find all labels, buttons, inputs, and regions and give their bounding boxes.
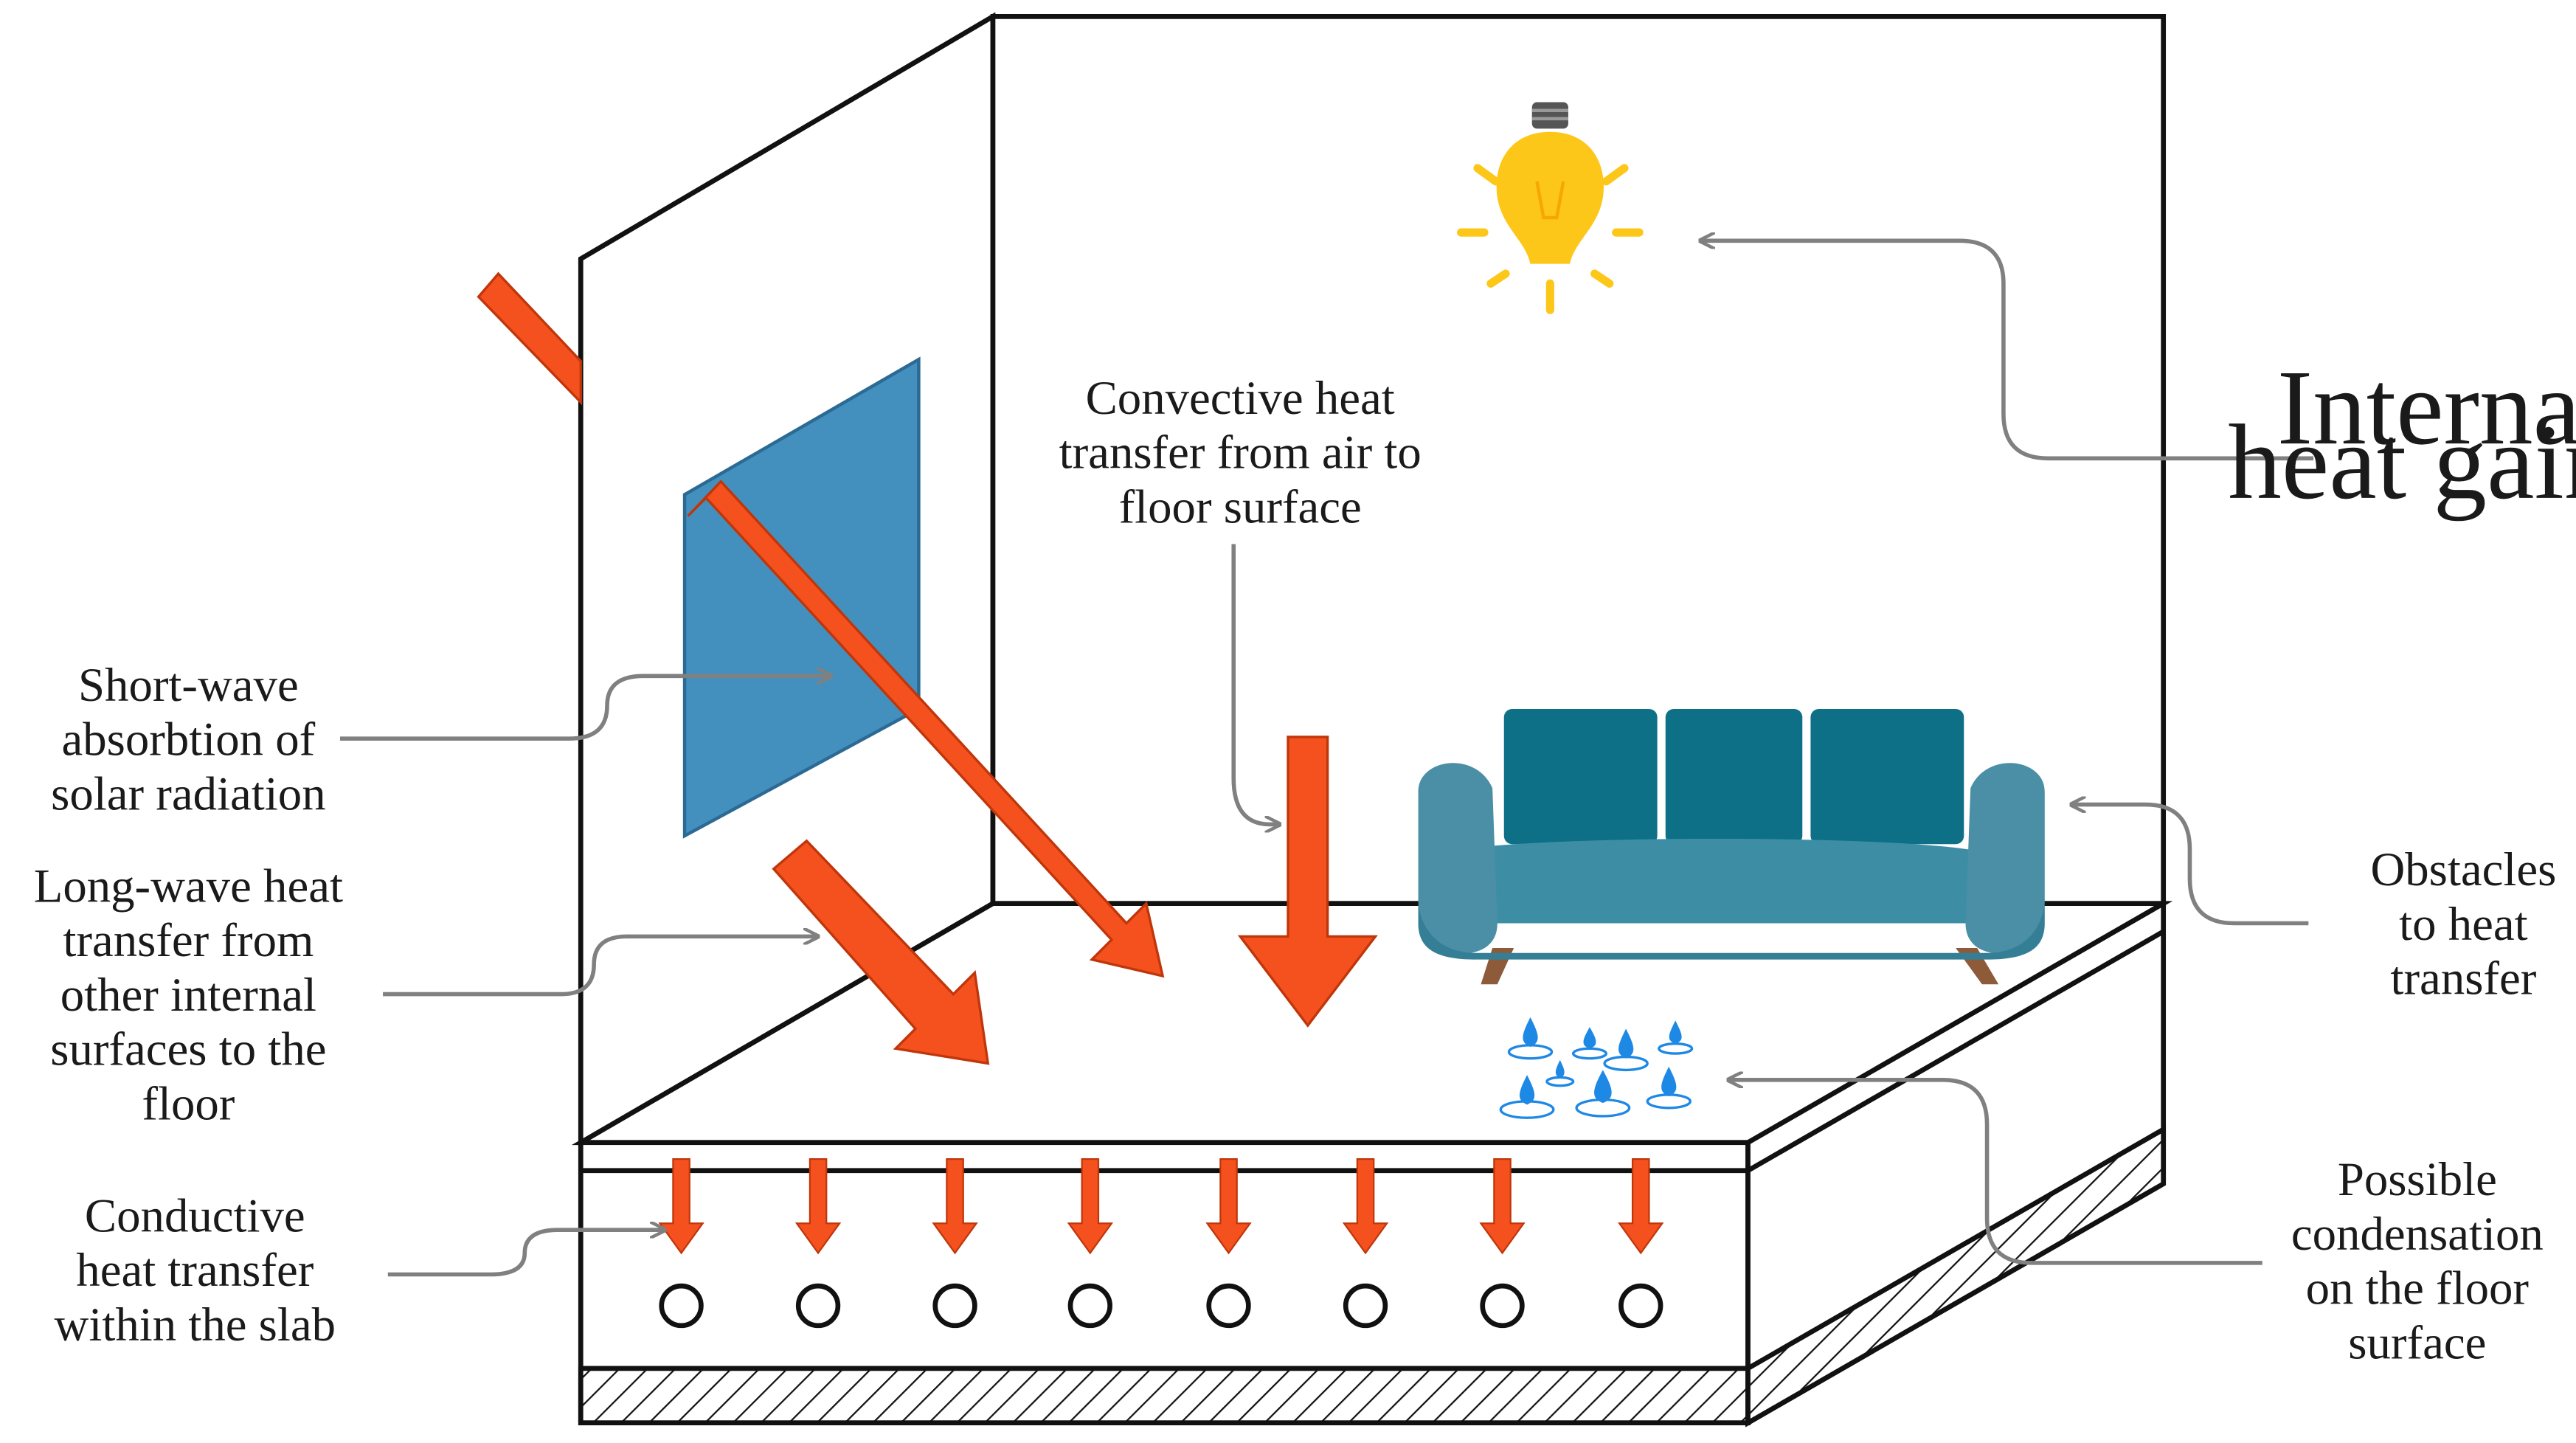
- label-line: on the floor: [2306, 1262, 2530, 1315]
- label-line: transfer from air to: [1059, 426, 1422, 480]
- label-line: Conductive: [85, 1189, 305, 1242]
- conduction-arrow: [794, 1157, 842, 1255]
- label-line: surfaces to the: [50, 1023, 326, 1076]
- leader-lines: [339, 240, 2314, 1277]
- heating-pipe: [1618, 1283, 1663, 1329]
- heating-pipe: [659, 1283, 704, 1329]
- label-line: heat gains: [2228, 404, 2576, 522]
- conductive-arrows: [658, 1157, 1664, 1255]
- label-line: condensation: [2291, 1208, 2544, 1261]
- label-line: Convective heat: [1086, 372, 1395, 425]
- heating-pipe: [1067, 1283, 1112, 1329]
- label-line: Long-wave heat: [34, 859, 343, 913]
- label-long-wave: Long-wave heat transfer from other inter…: [34, 859, 343, 1130]
- label-line: to heat: [2399, 898, 2528, 951]
- heating-pipe: [1480, 1283, 1525, 1329]
- long-wave-arrow: [772, 839, 990, 1065]
- leader-internal-gains: [1702, 240, 2314, 461]
- label-line: solar radiation: [51, 767, 325, 820]
- conduction-arrow: [658, 1157, 704, 1255]
- heating-pipe: [932, 1283, 977, 1329]
- slab-side-layer: [1746, 929, 2165, 1173]
- label-line: Obstacles: [2370, 843, 2556, 896]
- label-obstacles: Obstacles to heat transfer: [2370, 843, 2556, 1005]
- conduction-arrow: [1205, 1157, 1252, 1255]
- heating-pipe: [795, 1283, 841, 1329]
- label-line: within the slab: [55, 1298, 336, 1352]
- label-line: heat transfer: [76, 1244, 314, 1297]
- solar-radiation-arrow: [687, 480, 1165, 978]
- water-droplets-icon: [1499, 1017, 1694, 1119]
- label-line: floor surface: [1119, 480, 1362, 533]
- conduction-arrow: [1342, 1157, 1389, 1255]
- heating-pipes: [659, 1283, 1663, 1329]
- label-short-wave: Short-wave absorbtion of solar radiation: [51, 659, 325, 820]
- leader-condensation: [1730, 1080, 2262, 1265]
- label-line: other internal: [60, 969, 316, 1022]
- leader-convective: [1231, 544, 1278, 824]
- conduction-arrow: [1479, 1157, 1526, 1255]
- light-bulb-icon: [1457, 102, 1644, 314]
- conduction-arrow: [1618, 1157, 1664, 1255]
- leader-conductive: [387, 1230, 663, 1277]
- slab-side-hatch: [1745, 1125, 2167, 1428]
- label-line: Short-wave: [78, 659, 299, 712]
- conduction-arrow: [1067, 1157, 1114, 1255]
- slab-insulation-hatch: [578, 1366, 1751, 1426]
- label-line: transfer from: [63, 914, 314, 967]
- label-line: absorbtion of: [62, 713, 316, 767]
- label-line: surface: [2348, 1316, 2486, 1369]
- label-line: transfer: [2390, 952, 2536, 1006]
- label-line: Possible: [2338, 1153, 2497, 1206]
- label-line: Internal: [2277, 349, 2576, 467]
- label-convective: Convective heat transfer from air to flo…: [1059, 372, 1422, 533]
- heating-pipe: [1206, 1283, 1251, 1329]
- room: [571, 12, 2173, 1428]
- conduction-arrow: [932, 1157, 978, 1255]
- leader-long-wave: [383, 936, 817, 997]
- label-line: floor: [142, 1077, 235, 1130]
- leader-short-wave: [339, 676, 830, 741]
- leader-obstacles: [2073, 805, 2309, 926]
- label-condensation: Possible condensation on the floor surfa…: [2291, 1153, 2544, 1369]
- convective-arrow: [1237, 736, 1378, 1028]
- label-internal-gains: Internal heat gains: [2228, 349, 2576, 522]
- sofa-icon: [1418, 708, 2045, 985]
- heating-pipe: [1343, 1283, 1388, 1329]
- solar-ray-outside: [477, 271, 582, 406]
- label-conductive: Conductive heat transfer within the slab: [55, 1189, 336, 1351]
